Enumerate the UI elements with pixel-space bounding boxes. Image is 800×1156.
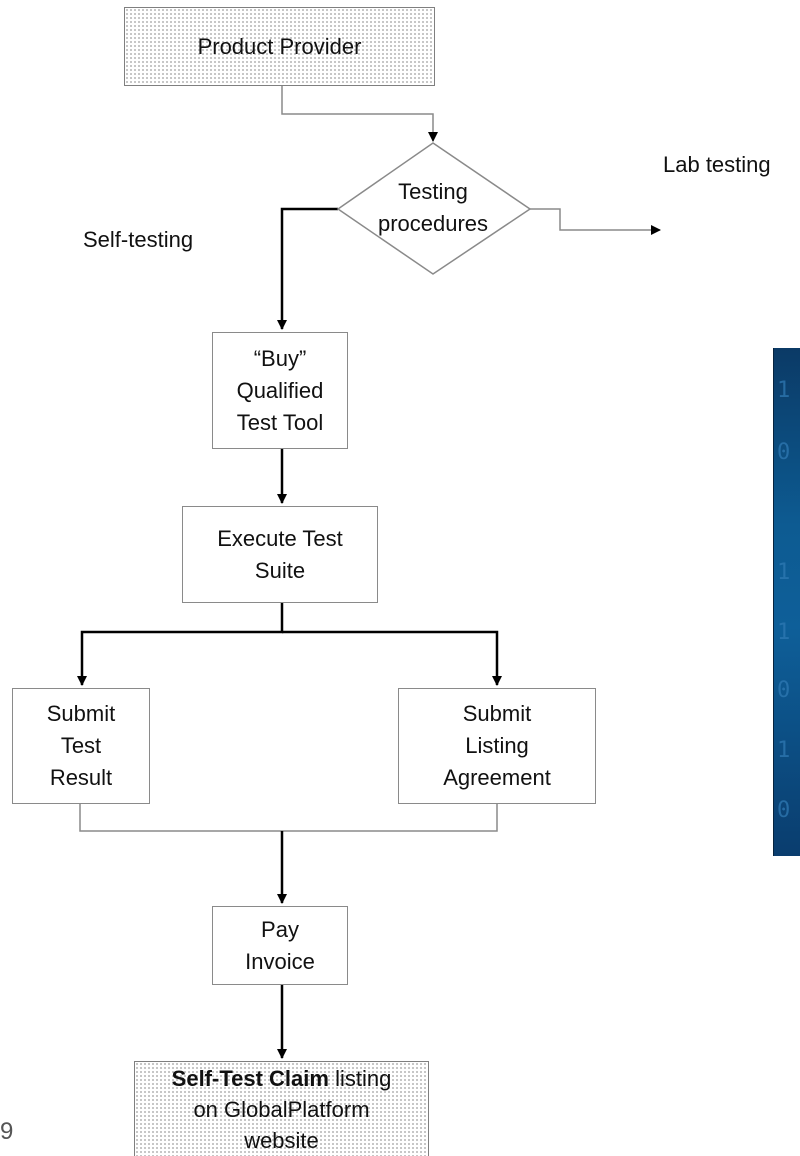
execute-test-suite-node: Execute Test Suite — [182, 506, 378, 603]
decor-digit: 1 — [777, 560, 791, 585]
binary-decoration-panel: 1 0 1 1 0 1 0 1 — [773, 348, 800, 856]
decor-digit: 0 — [777, 678, 791, 703]
buy-line2: Qualified — [236, 377, 324, 403]
edge-execute-split — [77, 603, 284, 686]
claim-rest: listing — [328, 1065, 392, 1091]
submit-test-result-node: Submit Test Result — [12, 688, 150, 804]
pay-line1: Pay — [261, 916, 299, 942]
decor-digit: 1 — [777, 378, 791, 403]
decor-digit: 1 — [777, 738, 791, 763]
edge-execute-split-right — [282, 630, 502, 686]
testing-procedures-diamond — [336, 142, 532, 275]
buy-line1: “Buy” — [253, 345, 307, 371]
submit-result-line3: Result — [49, 765, 113, 790]
decor-digit: 0 — [777, 798, 791, 823]
submit-listing-line2: Listing — [465, 733, 529, 758]
product-provider-label: Product Provider — [197, 33, 362, 59]
buy-test-tool-node: “Buy” Qualified Test Tool — [212, 332, 348, 449]
claim-bold: Self-Test Claim — [171, 1065, 329, 1091]
product-provider-node: Product Provider — [124, 7, 435, 86]
testing-procedures-line2: procedures — [377, 211, 489, 236]
decor-digit: 0 — [777, 440, 791, 465]
edge-procedures-to-lab — [530, 208, 661, 235]
submit-result-line1: Submit — [46, 701, 116, 726]
pay-line2: Invoice — [245, 948, 315, 974]
edge-provider-to-procedures — [281, 86, 438, 142]
claim-line1: Self-Test Claim listing — [172, 1063, 392, 1094]
testing-procedures-line1: Testing — [398, 179, 468, 204]
execute-line1: Execute Test — [217, 525, 343, 551]
submit-listing-line1: Submit — [462, 701, 532, 726]
page-number: 9 — [0, 1118, 14, 1145]
execute-line2: Suite — [254, 557, 306, 583]
claim-line3: website — [244, 1127, 319, 1153]
claim-line2: on GlobalPlatform — [193, 1096, 370, 1122]
buy-line3: Test Tool — [236, 409, 324, 435]
self-test-claim-node: Self-Test Claim listing on GlobalPlatfor… — [134, 1061, 429, 1156]
pay-invoice-node: Pay Invoice — [212, 906, 348, 985]
testing-procedures-label: Testing procedures — [365, 176, 501, 240]
submit-listing-line3: Agreement — [443, 765, 551, 790]
submit-listing-agreement-node: Submit Listing Agreement — [398, 688, 596, 804]
lab-testing-label: Lab testing — [663, 152, 771, 177]
self-testing-label: Self-testing — [83, 227, 194, 252]
edge-procedures-to-buy — [277, 207, 338, 330]
submit-result-line2: Test — [60, 733, 102, 758]
decor-digit: 1 — [777, 620, 791, 645]
edge-result-merge — [79, 804, 498, 832]
